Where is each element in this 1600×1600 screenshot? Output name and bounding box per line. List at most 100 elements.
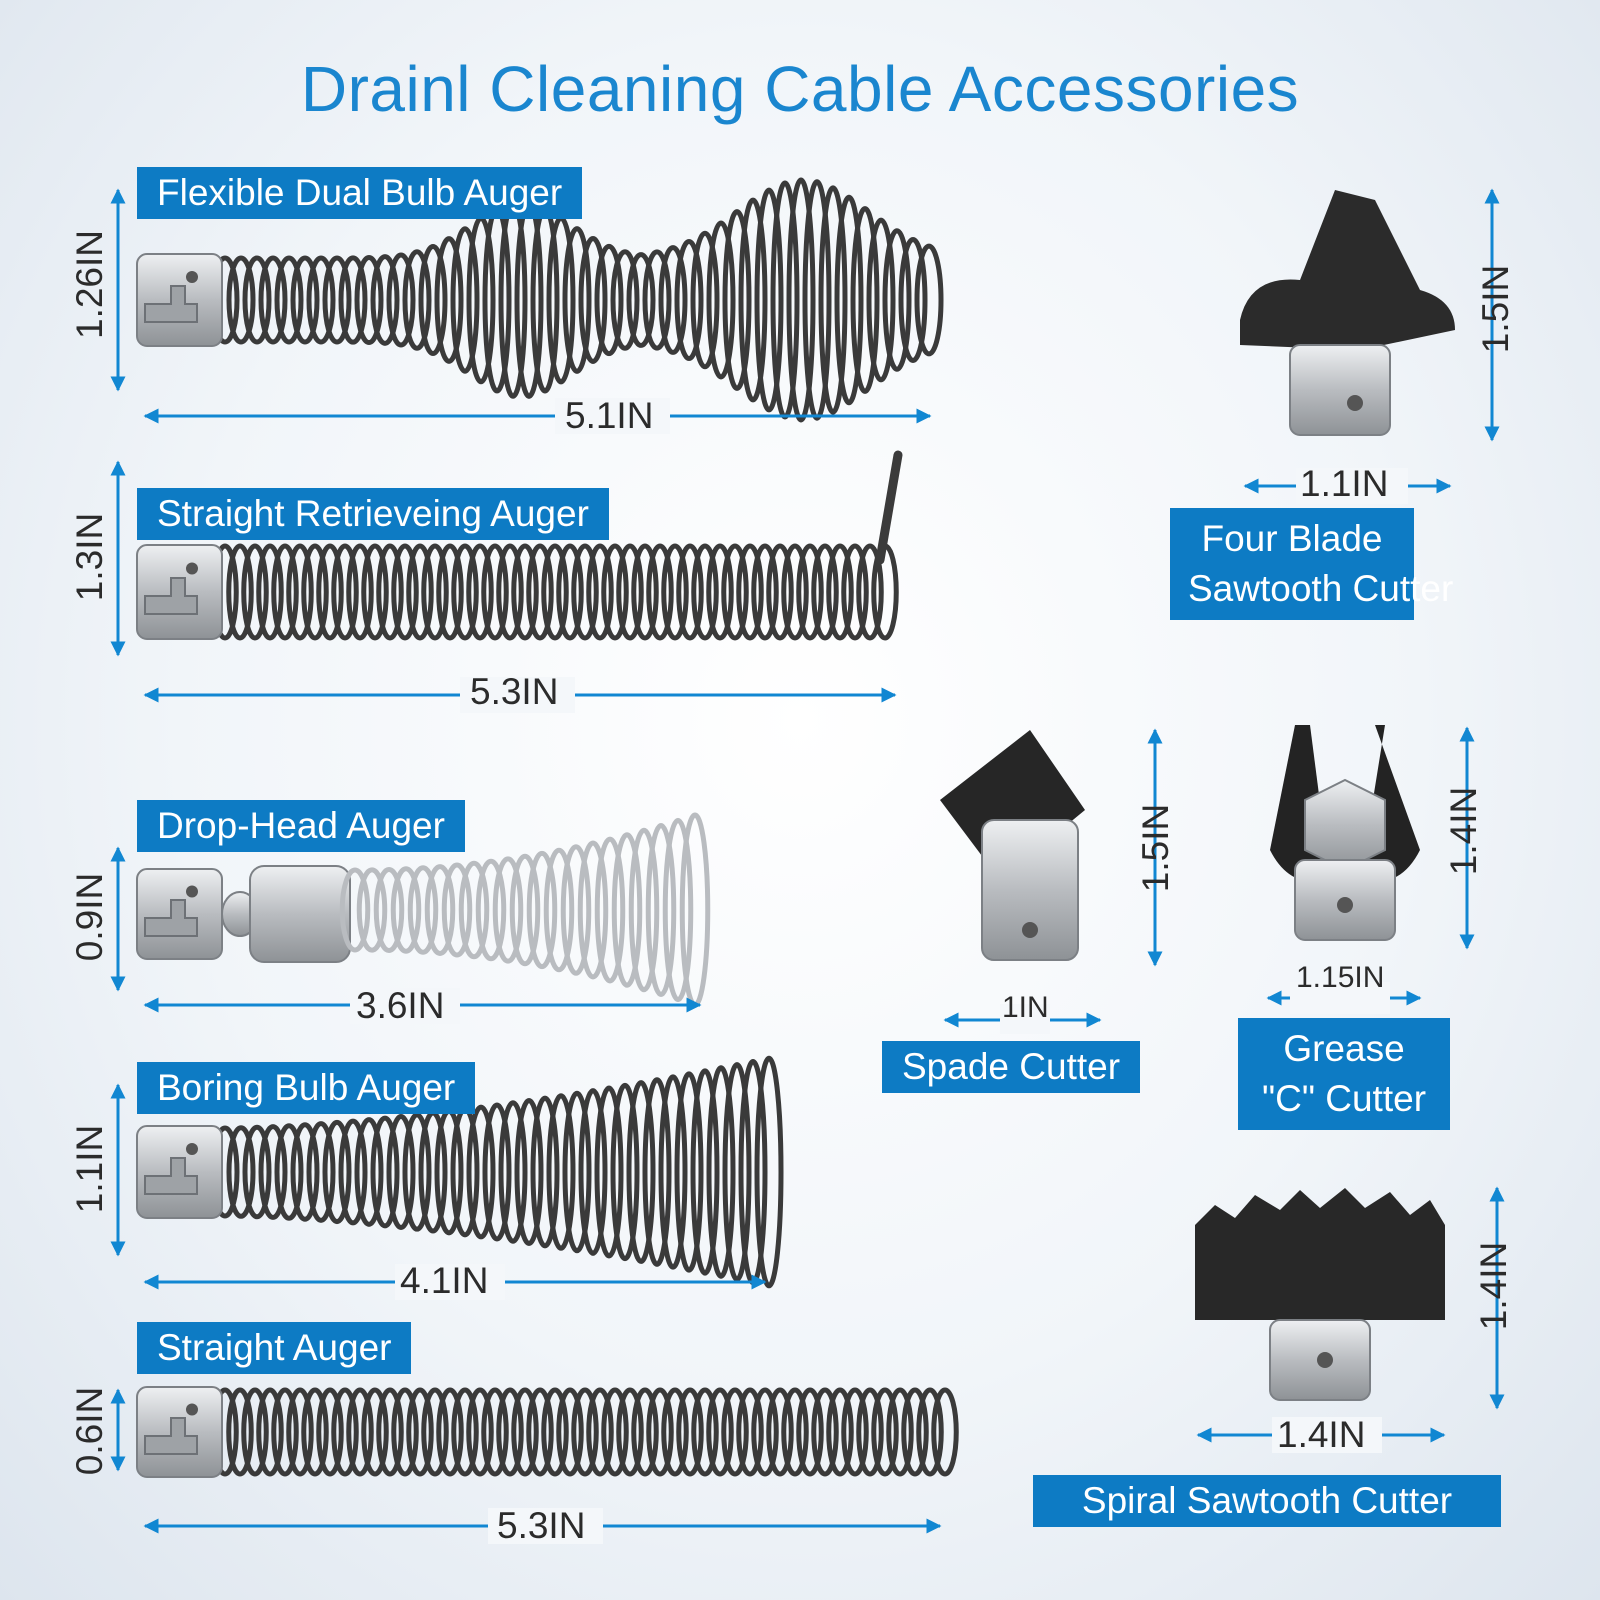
coil-turn [226,1125,256,1219]
coil-turn [271,543,299,641]
dual-bulb-head-hole [186,271,198,283]
coil-turn [373,866,405,954]
coil-turn [424,864,456,956]
dim-gap [1272,1417,1382,1453]
coil-turn [346,543,374,641]
coil-turn [781,543,809,641]
retrieving-coil [211,543,899,641]
coil-turn [391,1387,419,1477]
coil-turn [626,252,656,348]
coil-turn [811,543,839,641]
boring-bulb-head-hole [186,1143,198,1155]
coil-turn [856,543,884,641]
four-blade-blades [1240,190,1455,350]
auger-height-boring-bulb: 1.1IN [69,1124,110,1214]
dim-gap [395,1264,505,1300]
coil-turn [594,243,624,357]
auger-label-straight-retrieving: Straight Retrieveing Auger [137,488,609,540]
coil-turn [766,543,794,641]
straight-head-hole [186,1403,198,1416]
coil-turn [354,254,384,346]
coil-turn [481,1387,509,1477]
coil-turn [586,543,614,641]
boring-bulb-head-slot [144,1157,198,1195]
auger-length-straight-retrieving: 5.3IN [470,671,559,712]
coil-turn [346,1387,374,1477]
coil-turn [370,1115,400,1229]
coil-turn [356,867,388,953]
coil-turn [241,1387,269,1477]
coil-turn [611,832,643,988]
coil-turn [301,543,329,641]
coil-turn [856,1387,884,1477]
retrieving-hook [875,450,903,565]
dim-gap [1000,1004,1050,1034]
grease-c-nut [1304,778,1386,872]
straight-coil [211,1387,959,1477]
coil-turn [738,197,768,403]
coil-turn [361,543,389,641]
dim-gap [350,988,460,1024]
cutter-width-spiral: 1.4IN [1277,1414,1366,1455]
coil-turn [481,543,509,641]
retrieving-head-slot [144,577,198,615]
coil-turn [466,543,494,641]
coil-turn [511,1387,539,1477]
coil-turn [526,543,554,641]
dual-bulb-coil [210,177,944,423]
coil-turn [386,1114,416,1230]
drop-head-sleeve [249,865,351,963]
coil-turn [811,1387,839,1477]
coil-turn [628,827,660,993]
coil-turn [646,1387,674,1477]
coil-turn [376,1387,404,1477]
coil-turn [676,543,704,641]
auger-length-boring-bulb: 4.1IN [400,1260,489,1301]
coil-turn [322,1119,352,1225]
coil-turn [736,1387,764,1477]
coil-turn [562,226,592,374]
coil-turn [781,1387,809,1477]
coil-turn [271,1387,299,1477]
coil-turn [610,249,640,351]
coil-turn [242,255,272,345]
auger-label-drop-head: Drop-Head Auger [137,800,465,852]
coil-turn [458,860,490,960]
coil-turn [376,543,404,641]
coil-turn [241,543,269,641]
coil-turn [674,238,704,362]
coil-turn [616,543,644,641]
coil-turn [751,1387,779,1477]
coil-turn [690,230,720,370]
coil-turn [562,1090,592,1254]
coil-turn [721,543,749,641]
coil-turn [601,1387,629,1477]
coil-turn [306,255,336,345]
coil-turn [658,1074,688,1270]
cutter-label-line2: Sawtooth Cutter [1188,568,1454,609]
coil-turn [421,543,449,641]
cutter-label-spiral-sawtooth: Spiral Sawtooth Cutter [1033,1475,1501,1527]
coil-turn [226,543,254,641]
coil-turn [642,1077,672,1267]
coil-turn [616,1387,644,1477]
dim-gap [555,398,670,434]
coil-turn [577,840,609,980]
coil-turn [258,1124,288,1220]
cutter-label-spade: Spade Cutter [882,1041,1141,1093]
coil-turn [226,1387,254,1477]
coil-turn [290,1122,320,1222]
dim-gap [1290,982,1390,1014]
auger-label-flexible-dual-bulb: Flexible Dual Bulb Auger [137,167,583,219]
coil-turn [451,543,479,641]
drop-head-head-hole [186,885,198,898]
dim-gap [1296,468,1408,504]
coil-turn [571,543,599,641]
coil-turn [661,543,689,641]
coil-turn [226,255,256,345]
retrieving-head-hole [186,562,198,575]
coil-turn [850,206,880,394]
coil-turn [690,1068,720,1276]
auger-length-flexible-dual-bulb: 5.1IN [565,395,654,436]
